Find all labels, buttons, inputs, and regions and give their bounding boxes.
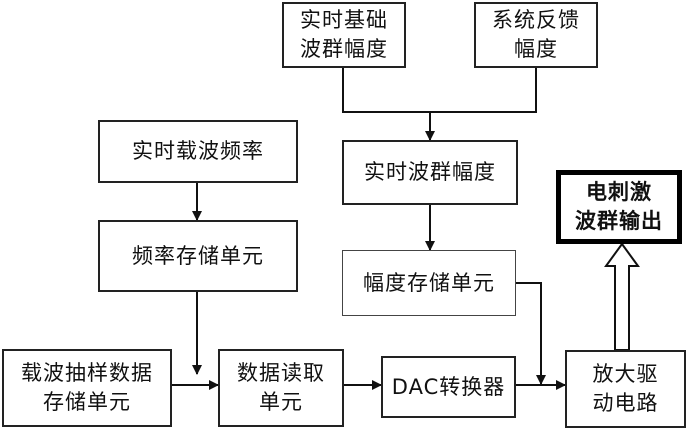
- block-feedback-amplitude-label: 系统反馈 幅度: [492, 8, 580, 61]
- block-data-read: 数据读取 单元: [218, 349, 344, 427]
- block-amplitude-storage-label: 幅度存储单元: [363, 270, 495, 295]
- block-amp-driver-label: 放大驱 动电路: [592, 362, 659, 415]
- block-stimulation-output-label: 电刺激 波群输出: [575, 180, 663, 233]
- block-frequency-storage-label: 频率存储单元: [132, 243, 264, 268]
- block-amplitude-storage: 幅度存储单元: [342, 250, 516, 316]
- block-data-read-label: 数据读取 单元: [237, 361, 325, 414]
- block-base-amplitude-label: 实时基础 波群幅度: [300, 8, 388, 61]
- block-base-amplitude: 实时基础 波群幅度: [282, 2, 406, 68]
- block-burst-amplitude-label: 实时波群幅度: [364, 160, 496, 184]
- block-carrier-frequency-label: 实时载波频率: [132, 139, 264, 163]
- block-dac-label: DAC转换器: [391, 374, 506, 399]
- block-burst-amplitude: 实时波群幅度: [342, 140, 518, 205]
- hollow-arrow-amp-driver-to-output: [604, 242, 640, 351]
- block-dac: DAC转换器: [381, 356, 516, 418]
- block-sample-storage: 载波抽样数据 存储单元: [2, 349, 172, 427]
- line-feedback-amplitude: [430, 68, 537, 113]
- block-feedback-amplitude: 系统反馈 幅度: [474, 2, 598, 68]
- block-frequency-storage: 频率存储单元: [98, 220, 298, 292]
- arrow-amplitude-storage-to-amp-driver: [516, 282, 546, 385]
- block-sample-storage-label: 载波抽样数据 存储单元: [21, 361, 153, 414]
- line-base-amplitude: [342, 68, 430, 113]
- block-amp-driver: 放大驱 动电路: [565, 350, 686, 428]
- block-carrier-frequency: 实时载波频率: [98, 120, 298, 183]
- block-stimulation-output: 电刺激 波群输出: [556, 170, 682, 244]
